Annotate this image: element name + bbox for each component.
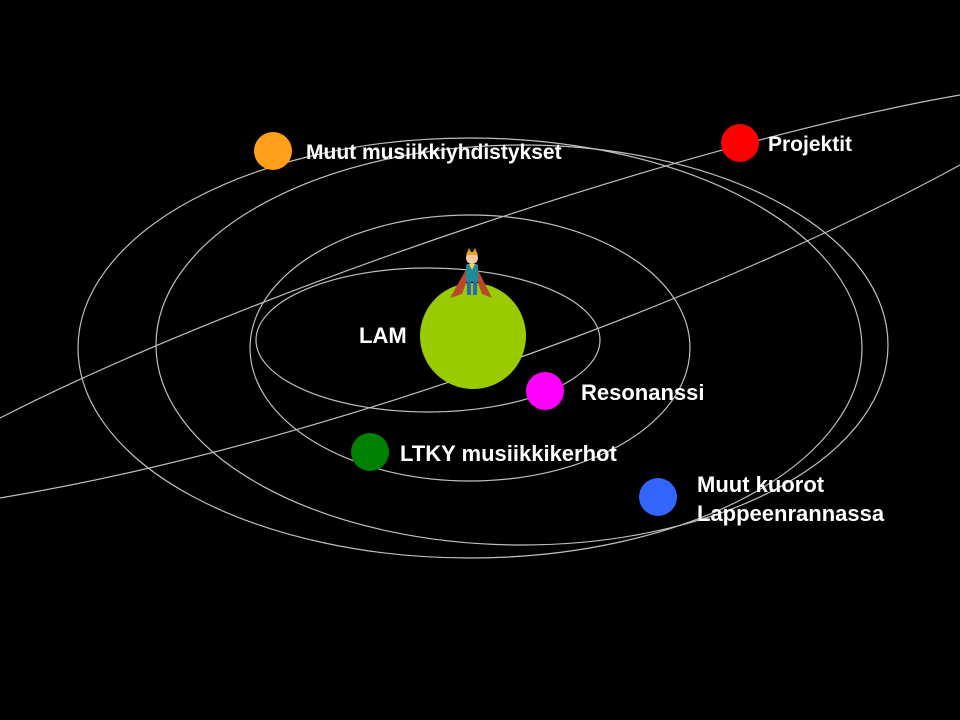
orbit-ring-4: [77, 137, 863, 559]
label-projektit: Projektit: [768, 133, 852, 156]
planet-ltky-musiikkikerhot: [351, 433, 389, 471]
center-label: LAM: [359, 323, 407, 348]
label-muut-musiikkiyhdistykset: Muut musiikkiyhdistykset: [306, 141, 562, 164]
planet-muut-musiikkiyhdistykset: [254, 132, 292, 170]
comet-paths: [0, 94, 960, 499]
label-muut-kuorot-line2: Lappeenrannassa: [697, 501, 885, 526]
planet-projektit: [721, 124, 759, 162]
center-planet: [420, 283, 526, 389]
little-prince-figure-icon: [450, 248, 492, 298]
orbit-rings: [77, 137, 889, 559]
planet-muut-kuorot: [639, 478, 677, 516]
label-muut-kuorot-line1: Muut kuorot: [697, 472, 825, 497]
label-resonanssi: Resonanssi: [581, 380, 705, 405]
planet-resonanssi: [526, 372, 564, 410]
orbit-ring-3: [155, 144, 889, 546]
label-ltky-musiikkikerhot: LTKY musiikkikerhot: [400, 441, 617, 466]
comet-path-lower: [0, 164, 960, 499]
comet-path-upper: [0, 94, 960, 419]
orbit-ring-1: [255, 267, 601, 413]
orbit-ring-2: [249, 214, 691, 482]
